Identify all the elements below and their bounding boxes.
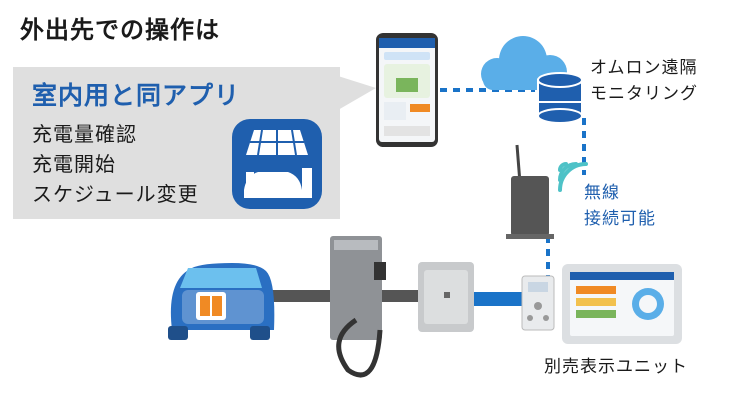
charger-pcs-cable [380, 290, 420, 302]
callout-item-start-charge: 充電開始 [32, 152, 116, 176]
power-conditioner [418, 262, 474, 332]
callout-title: 室内用と同アプリ [32, 81, 241, 110]
cloud-service-line2: モニタリング [590, 84, 698, 104]
callout-pointer [338, 76, 376, 110]
page-heading: 外出先での操作は [20, 16, 220, 44]
car-charger-cable [258, 290, 336, 302]
tablet-display [562, 264, 682, 344]
wireless-line2: 接続可能 [584, 209, 656, 229]
router [506, 144, 554, 239]
pcs-panel-cable [470, 292, 524, 306]
database-icon [537, 72, 583, 124]
app-icon-solar-car [232, 119, 322, 209]
callout-item-charge-level: 充電量確認 [32, 122, 137, 146]
cloud-icon [481, 36, 567, 90]
wifi-icon [558, 162, 588, 192]
smartphone-app [376, 33, 438, 147]
control-panel [521, 275, 555, 331]
display-unit-label: 別売表示ユニット [544, 357, 688, 377]
ev-charger [330, 236, 386, 378]
cloud-service-line1: オムロン遠隔 [590, 58, 698, 78]
wireless-label: 無線 接続可能 [584, 180, 656, 232]
callout-item-schedule: スケジュール変更 [32, 182, 199, 206]
ev-car [168, 263, 275, 340]
wireless-line1: 無線 [584, 183, 620, 203]
cloud-service-label: オムロン遠隔 モニタリング [590, 55, 698, 107]
